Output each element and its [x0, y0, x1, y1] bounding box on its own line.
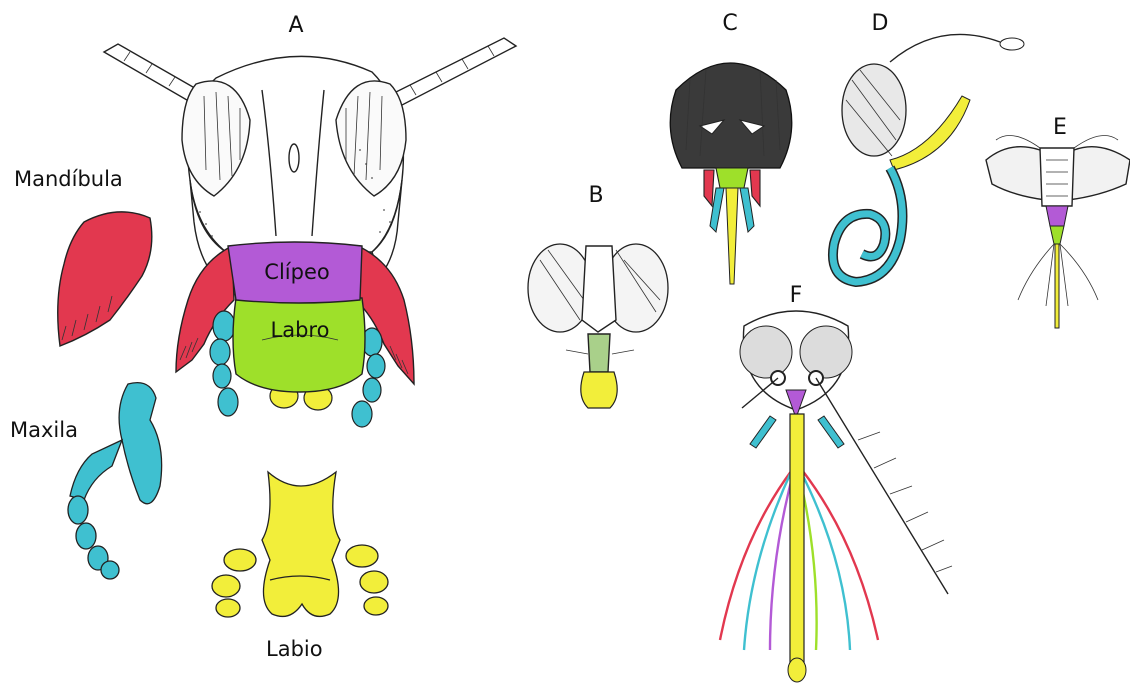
panel-letter-c: C	[722, 11, 737, 36]
fly-proboscis	[588, 334, 610, 372]
bee-head	[670, 63, 792, 168]
bee-mandible-left	[704, 170, 714, 206]
bee-labrum	[716, 168, 748, 188]
panel-e-head	[986, 136, 1130, 329]
panel-b-fly-head	[528, 244, 668, 408]
head-e-clypeus	[1046, 206, 1068, 226]
panel-a-grasshopper-head: Clípeo Labro	[104, 38, 516, 427]
labrum-label: Labro	[271, 318, 330, 342]
isolated-labium	[212, 472, 388, 617]
median-ocellus	[289, 144, 299, 172]
panel-letter-d: D	[872, 11, 889, 36]
panel-letter-a: A	[288, 13, 303, 38]
isolated-mandible	[58, 212, 152, 346]
labium-label: Labio	[266, 637, 323, 661]
clypeus-label: Clípeo	[264, 260, 329, 284]
panel-letter-b: B	[588, 183, 603, 208]
isolated-maxilla	[68, 383, 162, 579]
maxilla-label: Maxila	[10, 418, 78, 442]
mandible-label: Mandíbula	[14, 167, 123, 191]
panel-letter-f: F	[790, 283, 803, 308]
labrum	[233, 298, 365, 392]
panel-f-mosquito-head	[720, 311, 952, 682]
panel-letter-e: E	[1053, 115, 1067, 140]
mosquito-labium	[790, 414, 804, 664]
panel-c-bee-head	[670, 63, 792, 284]
bee-glossa	[726, 188, 738, 284]
bee-mandible-right	[750, 170, 760, 206]
